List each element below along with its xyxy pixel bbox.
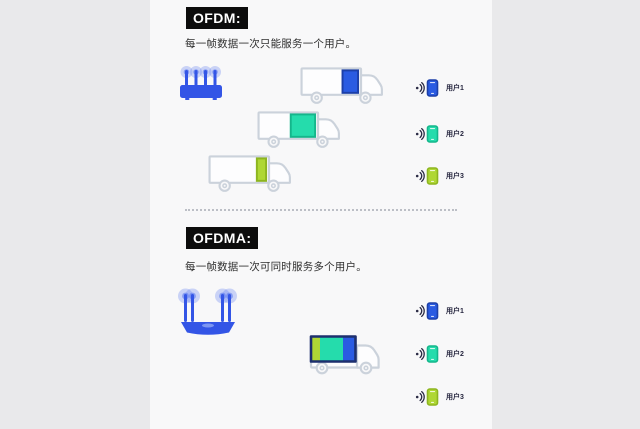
phone-icon [426, 388, 439, 406]
ofdma-title-box: OFDMA: [186, 227, 259, 249]
user-label: 用户1 [446, 85, 464, 92]
user-row-1: 用户1 [415, 301, 464, 321]
antenna [213, 70, 217, 86]
truck-icon-user3 [208, 155, 291, 192]
multiuser-data-block [309, 335, 357, 363]
user-row-2: 用户2 [415, 344, 464, 364]
user-device-icon [415, 125, 439, 143]
user-device-icon [415, 388, 439, 406]
router-icon [178, 288, 237, 335]
truck-icon-multiuser [309, 335, 380, 375]
ofdm-subtitle: 每一帧数据一次只能服务一个用户。 [185, 38, 357, 50]
truck-wheel [218, 179, 231, 192]
phone-icon [426, 79, 439, 97]
signal-icon [415, 127, 425, 141]
data-block-lime [255, 157, 268, 182]
antenna [194, 70, 198, 86]
user-label: 用户3 [446, 394, 464, 401]
phone-icon [426, 302, 439, 320]
data-block-blue [341, 69, 360, 94]
phone-icon [426, 125, 439, 143]
truck-wheel [310, 91, 323, 104]
truck-wheel [359, 361, 373, 375]
user-label: 用户2 [446, 351, 464, 358]
user-label: 用户2 [446, 131, 464, 138]
user-row-1: 用户1 [415, 78, 464, 98]
signal-icon [415, 390, 425, 404]
data-segment-teal [320, 336, 343, 362]
user-row-3: 用户3 [415, 387, 464, 407]
phone-icon [426, 345, 439, 363]
truck-cab [267, 162, 291, 184]
antenna [228, 294, 231, 322]
truck-icon-user1 [300, 67, 383, 104]
user-label: 用户3 [446, 173, 464, 180]
data-segment-blue [343, 336, 356, 362]
router-icon [180, 66, 222, 100]
router-body [180, 85, 222, 98]
user-device-icon [415, 345, 439, 363]
truck-wheel [316, 135, 329, 148]
user-device-icon [415, 167, 439, 185]
section-divider [185, 209, 457, 211]
ofdma-title: OFDMA: [186, 227, 259, 249]
signal-icon [415, 304, 425, 318]
truck-wheel [267, 179, 280, 192]
antenna [191, 294, 194, 322]
truck-cab [316, 118, 340, 140]
truck-wheel [315, 361, 329, 375]
antenna [185, 70, 188, 86]
signal-icon [415, 81, 425, 95]
truck-cab [359, 74, 383, 96]
user-label: 用户1 [446, 308, 464, 315]
data-segment-lime [311, 336, 320, 362]
user-device-icon [415, 302, 439, 320]
signal-icon [415, 347, 425, 361]
user-row-3: 用户3 [415, 166, 464, 186]
truck-wheel [267, 135, 280, 148]
data-block-teal [289, 113, 317, 138]
ofdm-title-box: OFDM: [186, 7, 248, 29]
truck-icon-user2 [257, 111, 340, 148]
user-row-2: 用户2 [415, 124, 464, 144]
signal-icon [415, 169, 425, 183]
antenna [184, 294, 187, 322]
router-body [181, 322, 235, 335]
ofdma-subtitle: 每一帧数据一次可同时服务多个用户。 [185, 261, 367, 273]
truck-cab [355, 344, 380, 369]
truck-wheel [359, 91, 372, 104]
phone-icon [426, 167, 439, 185]
ofdm-title: OFDM: [186, 7, 248, 29]
user-device-icon [415, 79, 439, 97]
antenna [221, 294, 224, 322]
antenna [204, 70, 207, 86]
